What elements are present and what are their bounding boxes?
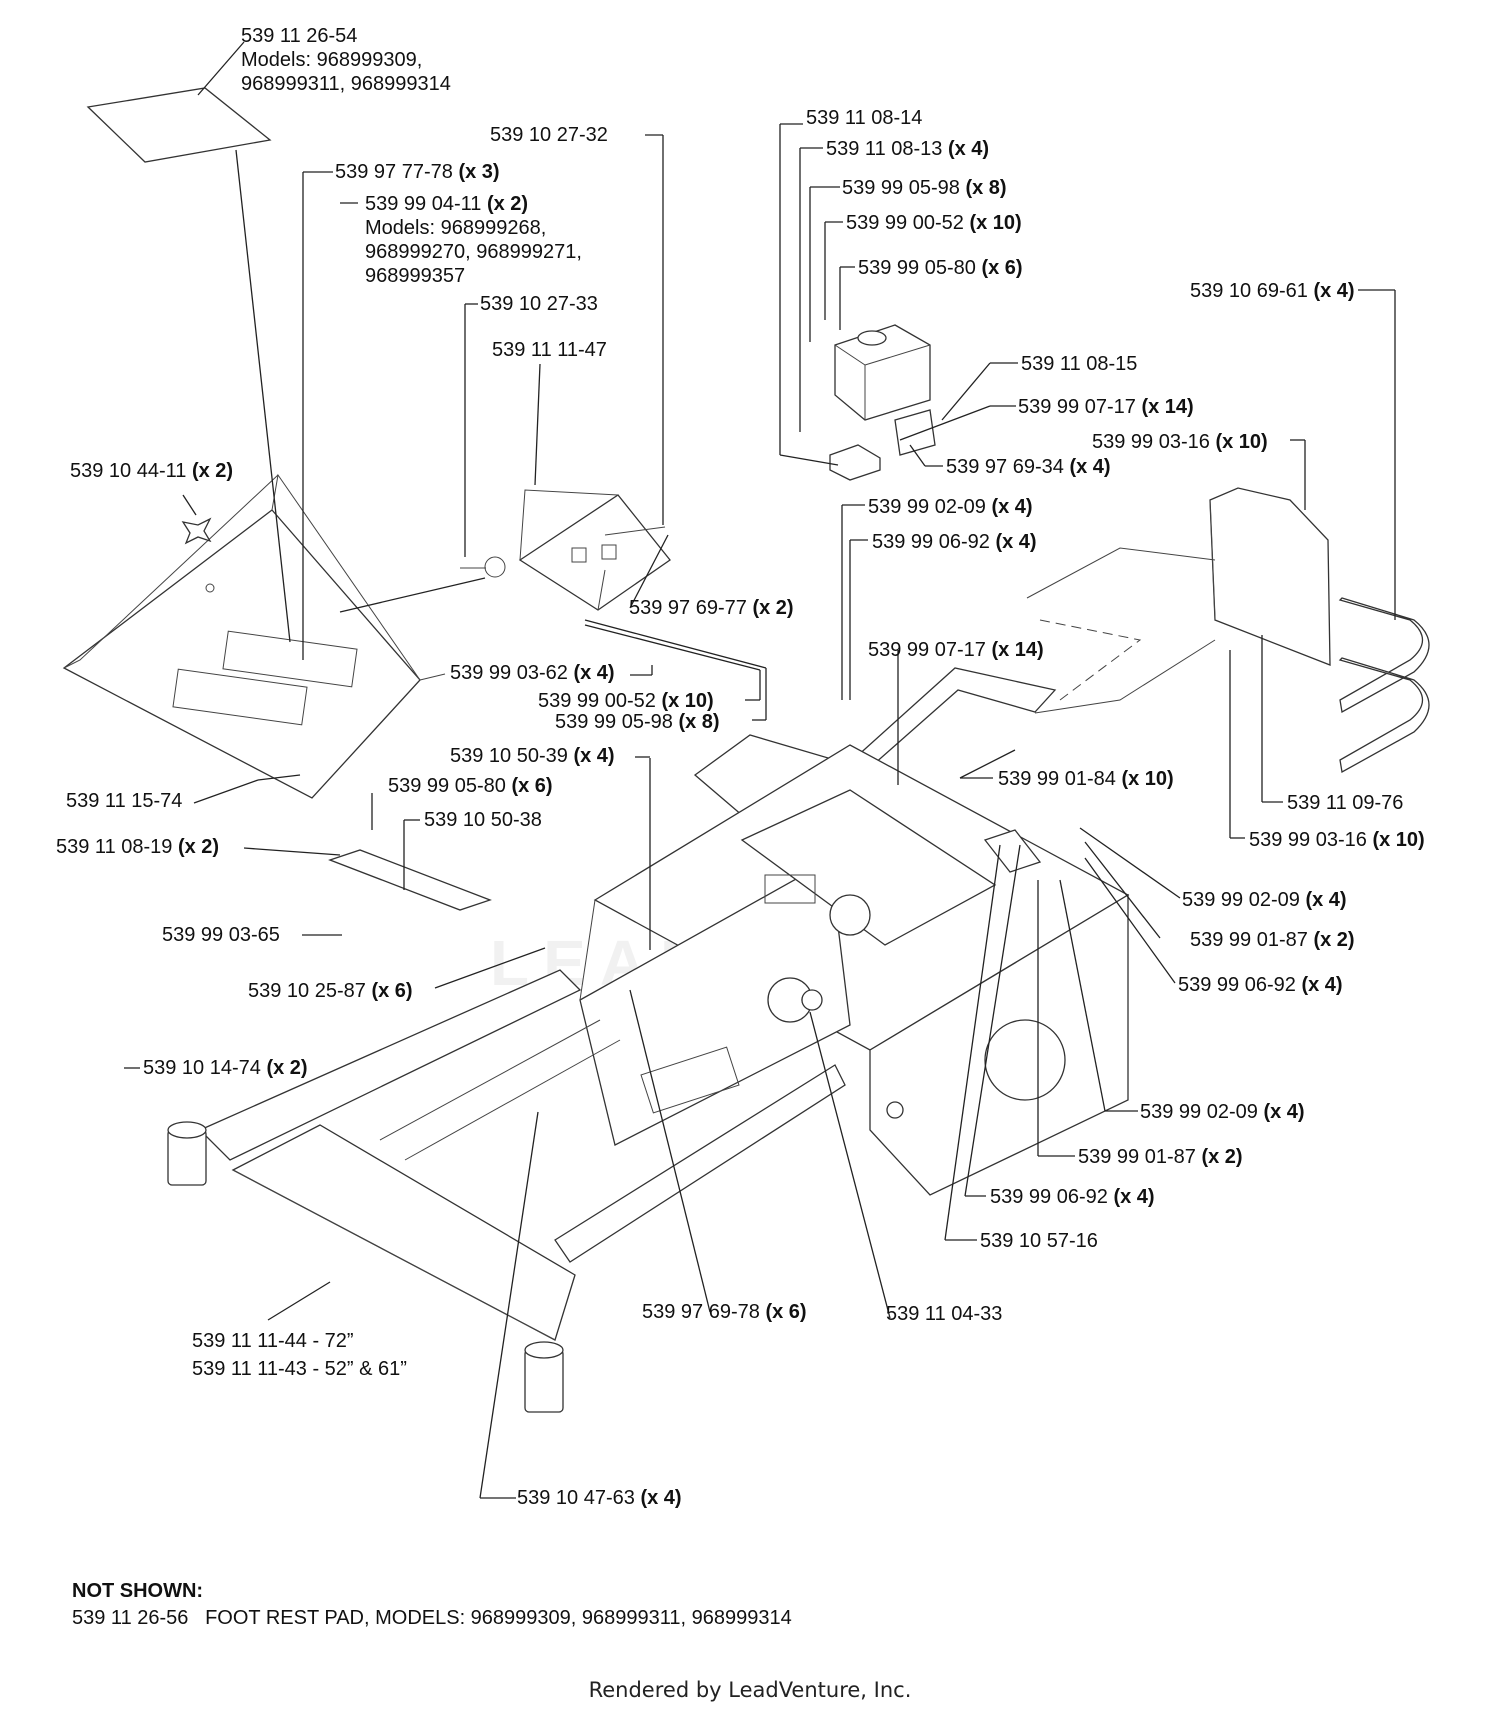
callout-label: 539 11 08-13 (x 4) xyxy=(826,138,989,160)
callout-label: 539 99 03-65 xyxy=(162,924,280,946)
callout-label: 539 11 15-74 xyxy=(66,790,182,812)
front-frame xyxy=(198,969,846,1263)
callout-label: 539 99 07-17 (x 14) xyxy=(868,639,1044,661)
callout-label: 539 99 06-92 (x 4) xyxy=(1178,974,1343,996)
callout-label: 539 10 47-63 (x 4) xyxy=(517,1487,682,1509)
not-shown-title: NOT SHOWN: xyxy=(72,1580,204,1602)
callout-label: 539 10 14-74 (x 2) xyxy=(143,1057,308,1079)
callout-label: 539 99 04-11 (x 2)Models: 968999268,9689… xyxy=(365,193,582,287)
callout-label: 539 11 11-44 - 72”539 11 11-43 - 52” & 6… xyxy=(192,1330,407,1380)
deck-bracket xyxy=(328,849,492,911)
callout-label: 539 99 05-98 (x 8) xyxy=(842,177,1007,199)
callout-label: 539 99 06-92 (x 4) xyxy=(990,1186,1155,1208)
callout-label: 539 10 27-32 xyxy=(490,124,608,146)
callout-label: 539 99 03-16 (x 10) xyxy=(1092,431,1268,453)
leader-lines xyxy=(124,41,1396,1499)
caster-tube-right xyxy=(524,1341,564,1413)
callout-label: 539 99 07-17 (x 14) xyxy=(1018,396,1194,418)
handle-bar xyxy=(1338,597,1430,774)
callout-label: 539 97 77-78 (x 3) xyxy=(335,161,500,183)
callout-label: 539 99 02-09 (x 4) xyxy=(868,496,1033,518)
knob-part xyxy=(181,517,212,545)
callout-label: 539 97 69-78 (x 6) xyxy=(642,1301,807,1323)
callout-label: 539 11 08-15 xyxy=(1021,353,1137,375)
callout-label: 539 99 03-62 (x 4) xyxy=(450,662,615,684)
seat-bracket xyxy=(460,489,671,611)
side-panel xyxy=(1026,487,1331,714)
part-drawings xyxy=(62,87,1430,1413)
callout-label: 539 97 69-34 (x 4) xyxy=(946,456,1111,478)
not-shown-note: NOT SHOWN: 539 11 26-56 FOOT REST PAD, M… xyxy=(72,1578,792,1632)
callout-label: 539 99 06-92 (x 4) xyxy=(872,531,1037,553)
callout-label: 539 10 27-33 xyxy=(480,293,598,315)
not-shown-part-number: 539 11 26-56 xyxy=(72,1607,189,1629)
floor-pad-sheet xyxy=(86,87,272,163)
callout-label: 539 10 44-11 (x 2) xyxy=(70,460,233,482)
callout-label: 539 99 00-52 (x 10) xyxy=(538,690,714,712)
fuel-tank xyxy=(829,324,936,481)
not-shown-description: FOOT REST PAD, MODELS: 968999309, 968999… xyxy=(205,1607,792,1629)
callout-label: 539 11 11-47 xyxy=(492,339,607,361)
floor-pan xyxy=(62,473,446,799)
front-cover xyxy=(231,1124,576,1341)
side-bracket xyxy=(983,829,1042,873)
callout-label: 539 99 01-84 (x 10) xyxy=(998,768,1174,790)
callout-label: 539 10 25-87 (x 6) xyxy=(248,980,413,1002)
not-shown-row: 539 11 26-56 FOOT REST PAD, MODELS: 9689… xyxy=(72,1605,792,1632)
callout-label: 539 99 00-52 (x 10) xyxy=(846,212,1022,234)
callout-label: 539 97 69-77 (x 2) xyxy=(629,597,794,619)
footer-credit: Rendered by LeadVenture, Inc. xyxy=(588,1678,912,1702)
callout-label: 539 11 08-14 xyxy=(806,107,922,129)
callout-label: 539 11 08-19 (x 2) xyxy=(56,836,219,858)
callout-label: 539 11 04-33 xyxy=(886,1303,1002,1325)
callout-label: 539 99 05-98 (x 8) xyxy=(555,711,720,733)
main-frame xyxy=(579,744,1130,1196)
callout-label: 539 10 50-39 (x 4) xyxy=(450,745,615,767)
callout-label: 539 99 02-09 (x 4) xyxy=(1182,889,1347,911)
upper-bar xyxy=(854,667,1057,773)
callout-label: 539 10 69-61 (x 4) xyxy=(1190,280,1355,302)
callout-label: 539 10 50-38 xyxy=(424,809,542,831)
callout-label: 539 99 01-87 (x 2) xyxy=(1078,1146,1243,1168)
callout-label: 539 99 03-16 (x 10) xyxy=(1249,829,1425,851)
callout-label: 539 99 02-09 (x 4) xyxy=(1140,1101,1305,1123)
callout-label: 539 99 01-87 (x 2) xyxy=(1190,929,1355,951)
callout-label: 539 11 09-76 xyxy=(1287,792,1403,814)
callout-label: 539 99 05-80 (x 6) xyxy=(388,775,553,797)
callout-label: 539 99 05-80 (x 6) xyxy=(858,257,1023,279)
caster-tube-left xyxy=(167,1121,207,1186)
callout-label: 539 10 57-16 xyxy=(980,1230,1098,1252)
